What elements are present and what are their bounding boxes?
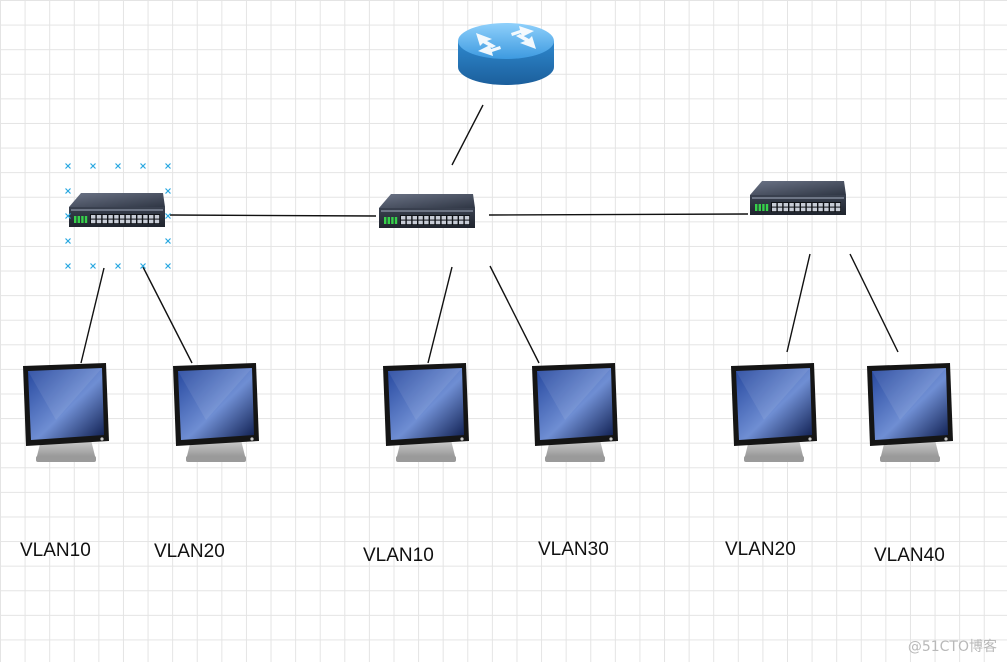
monitor-icon[interactable] [532,363,618,462]
link-switch-right-to-pc6[interactable] [849,253,899,353]
network-switch-icon[interactable] [379,194,475,228]
selection-handles[interactable] [65,163,171,269]
monitor-icon[interactable] [867,363,953,462]
link-router-to-switch-center[interactable] [451,104,484,166]
monitor-icon[interactable] [173,363,259,462]
link-switch-right-to-pc5[interactable] [786,253,811,353]
vlan-label: VLAN10 [363,545,434,566]
monitor-icon[interactable] [383,363,469,462]
vlan-label: VLAN20 [154,541,225,562]
router-icon[interactable] [458,23,554,85]
network-switch-icon[interactable] [750,181,846,215]
link-switch-left-to-switch-center[interactable] [169,214,377,217]
monitor-icon[interactable] [23,363,109,462]
vlan-label: VLAN20 [725,539,796,560]
watermark: @51CTO博客 [907,639,997,655]
link-switch-left-to-pc1[interactable] [80,267,105,364]
vlan-label: VLAN40 [874,545,945,566]
monitor-icon[interactable] [731,363,817,462]
link-switch-left-to-pc2[interactable] [142,266,193,364]
link-switch-center-to-pc4[interactable] [489,265,540,364]
network-switch-icon[interactable] [65,163,171,269]
vlan-label: VLAN10 [20,540,91,561]
vlan-label: VLAN30 [538,539,609,560]
link-switch-center-to-switch-right[interactable] [488,213,749,216]
link-switch-center-to-pc3[interactable] [427,266,453,364]
links-layer [80,104,899,364]
nodes-layer [23,23,953,462]
